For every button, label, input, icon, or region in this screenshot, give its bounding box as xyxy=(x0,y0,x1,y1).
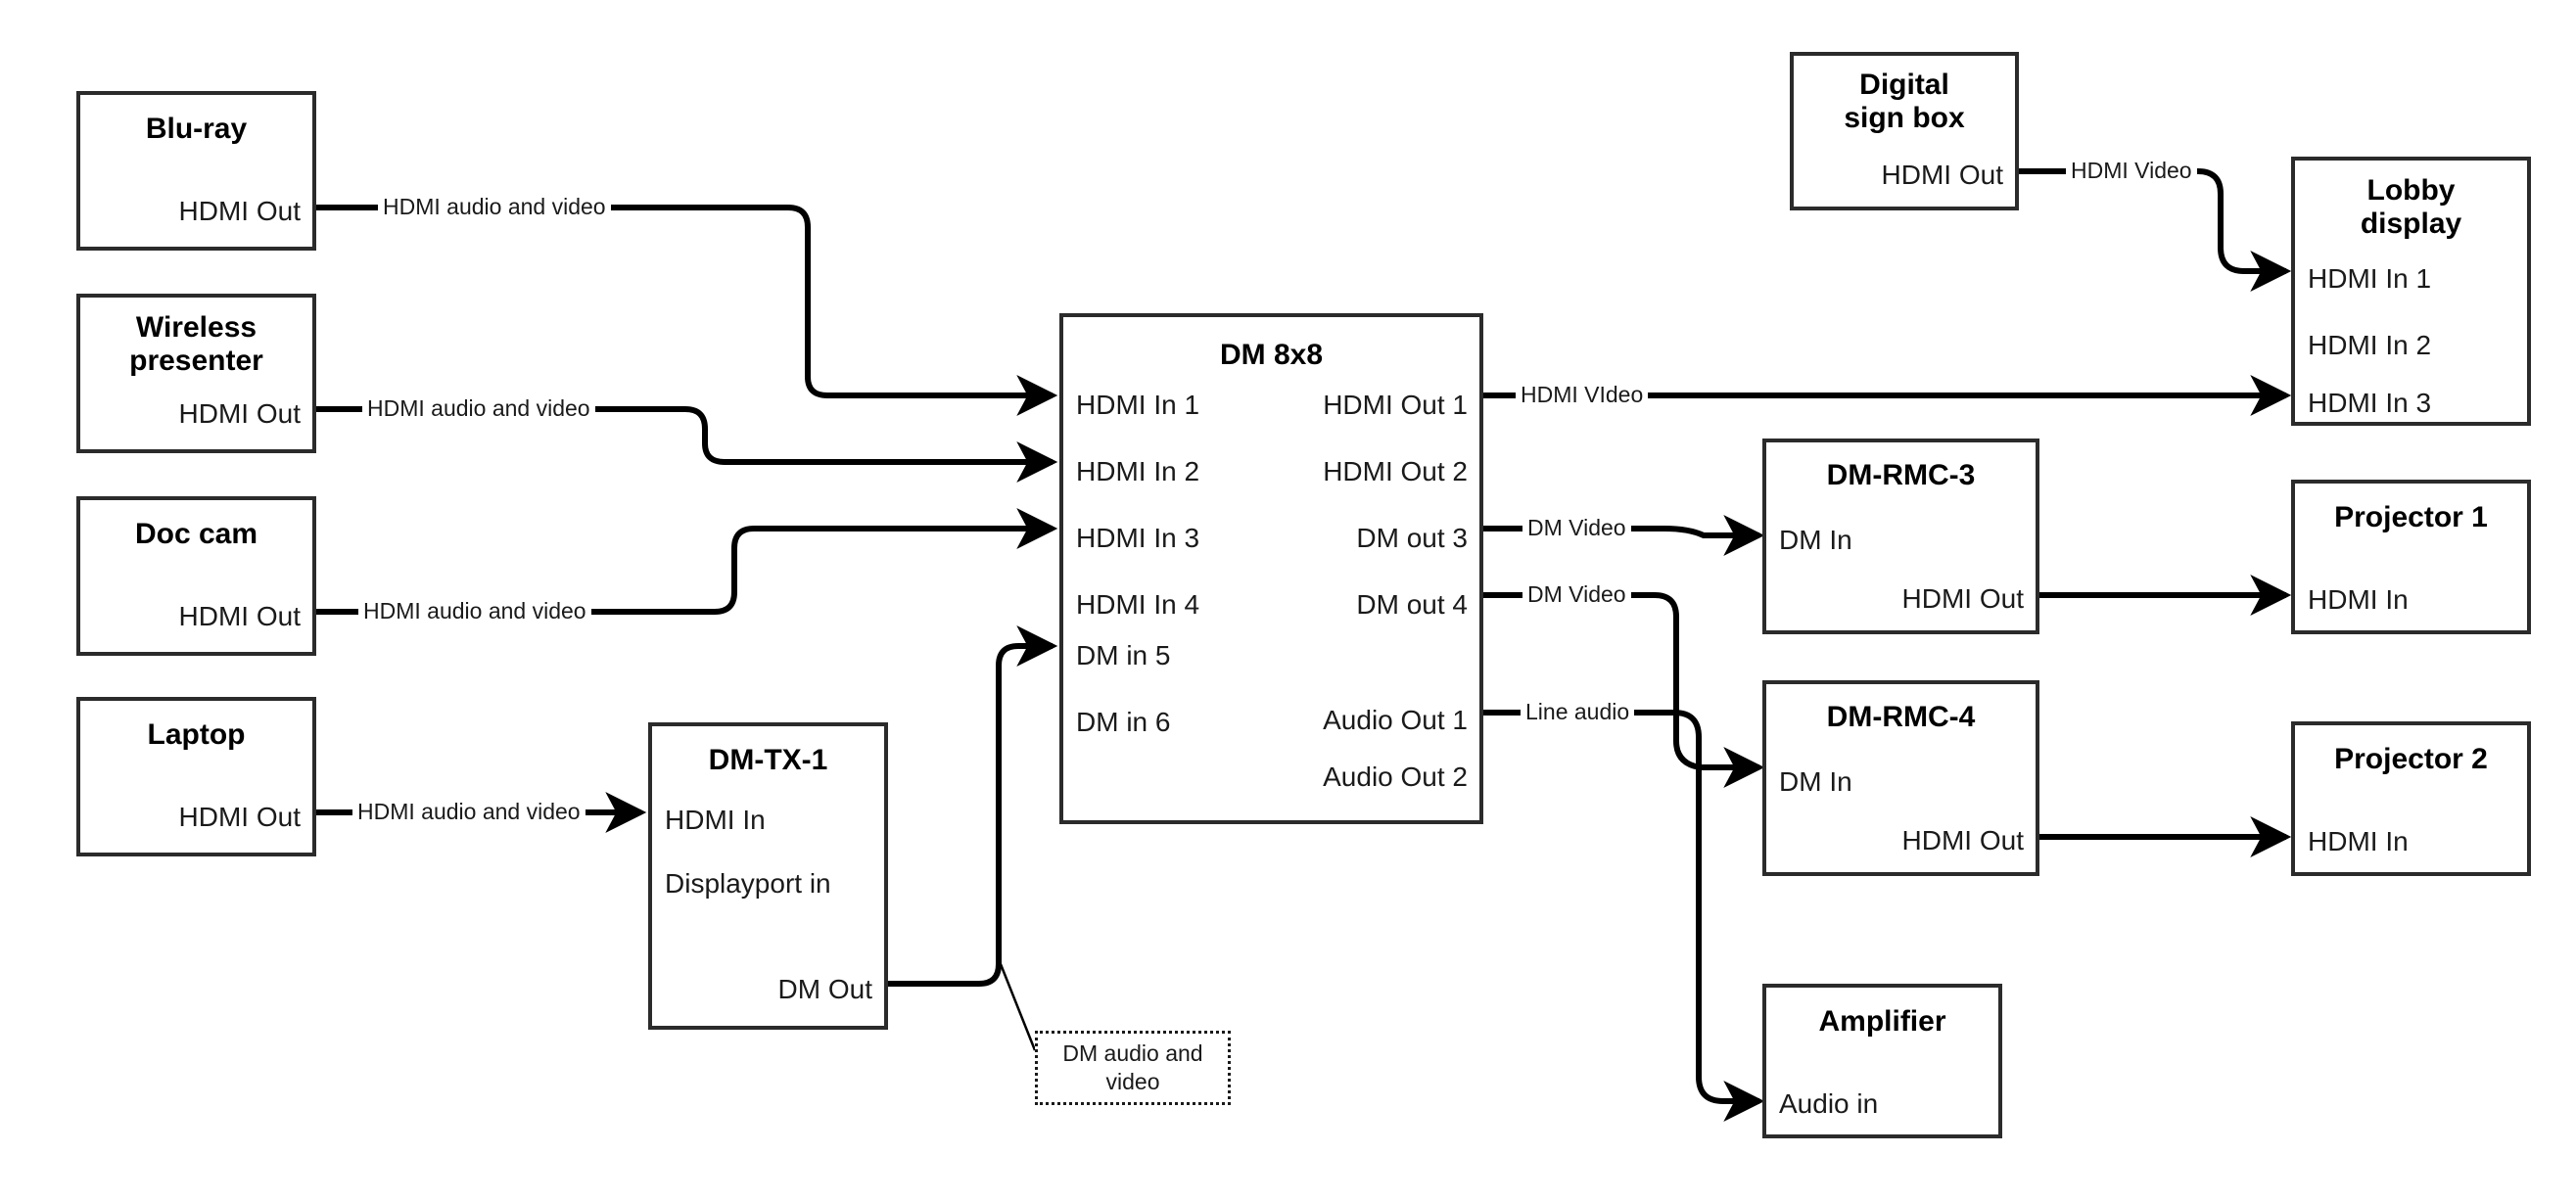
node-laptop[interactable]: Laptop HDMI Out xyxy=(76,697,316,856)
node-title-blu-ray: Blu-ray xyxy=(145,113,248,145)
note-dm-audio-and-video: DM audio and video xyxy=(1035,1031,1231,1105)
port-wireless-presenter-hdmi-out: HDMI Out xyxy=(178,398,301,429)
node-amplifier[interactable]: Amplifier Audio in xyxy=(1762,984,2002,1138)
port-dm-rmc-3-hdmi-out: HDMI Out xyxy=(1901,583,2024,614)
wire-dm8x8-out3-to-rmc3 xyxy=(1483,515,1765,556)
node-dm-8x8[interactable]: DM 8x8 HDMI In 1 HDMI In 2 HDMI In 3 HDM… xyxy=(1059,313,1483,824)
node-dm-rmc-3[interactable]: DM-RMC-3 DM In HDMI Out xyxy=(1762,439,2039,634)
port-digital-sign-box-hdmi-out: HDMI Out xyxy=(1881,160,2003,190)
wire-dm8x8-out4-to-rmc4 xyxy=(1483,592,1765,788)
port-dm-8x8-hdmi-in-4: HDMI In 4 xyxy=(1076,589,1200,620)
node-wireless-presenter[interactable]: Wireless presenter HDMI Out xyxy=(76,294,316,453)
port-dm-8x8-hdmi-in-1: HDMI In 1 xyxy=(1076,390,1200,420)
node-doc-cam[interactable]: Doc cam HDMI Out xyxy=(76,496,316,656)
port-dm-tx-1-dm-out: DM Out xyxy=(777,974,872,1004)
node-title-amplifier: Amplifier xyxy=(1818,1005,1946,1038)
port-doc-cam-hdmi-out: HDMI Out xyxy=(178,601,301,631)
wire-dmtx1-to-dm8x8 xyxy=(888,625,1058,987)
wire-doccam-to-dm8x8 xyxy=(316,508,1058,615)
wire-label-dm8x8-out3-to-rmc3: DM Video xyxy=(1522,517,1631,539)
port-lobby-display-hdmi-in-1: HDMI In 1 xyxy=(2308,263,2432,294)
node-title-wireless-presenter: Wireless presenter xyxy=(129,311,263,377)
port-dm-8x8-dm-out-3: DM out 3 xyxy=(1356,523,1468,553)
port-dm-tx-1-hdmi-in: HDMI In xyxy=(665,805,766,835)
port-dm-8x8-hdmi-in-3: HDMI In 3 xyxy=(1076,523,1200,553)
port-dm-8x8-hdmi-out-2: HDMI Out 2 xyxy=(1323,456,1468,486)
wire-sign-to-lobby xyxy=(2019,168,2292,292)
node-title-dm-rmc-3: DM-RMC-3 xyxy=(1826,459,1976,491)
port-dm-rmc-4-dm-in: DM In xyxy=(1779,766,1852,797)
port-projector-2-hdmi-in: HDMI In xyxy=(2308,826,2409,856)
port-dm-8x8-dm-out-4: DM out 4 xyxy=(1356,589,1468,620)
node-blu-ray[interactable]: Blu-ray HDMI Out xyxy=(76,91,316,251)
port-amplifier-audio-in: Audio in xyxy=(1779,1088,1879,1119)
wire-label-bluray-to-dm8x8: HDMI audio and video xyxy=(378,196,611,218)
node-digital-sign-box[interactable]: Digital sign box HDMI Out xyxy=(1790,52,2019,210)
wire-label-dm8x8-out4-to-rmc4: DM Video xyxy=(1522,583,1631,606)
wire-bluray-to-dm8x8 xyxy=(316,205,1058,416)
port-dm-8x8-hdmi-out-1: HDMI Out 1 xyxy=(1323,390,1468,420)
wire-label-laptop-to-dmtx1: HDMI audio and video xyxy=(352,801,585,823)
node-title-lobby-display: Lobby display xyxy=(2360,174,2462,240)
port-dm-8x8-hdmi-in-2: HDMI In 2 xyxy=(1076,456,1200,486)
node-title-dm-tx-1: DM-TX-1 xyxy=(708,744,828,776)
node-title-dm-8x8: DM 8x8 xyxy=(1219,339,1324,371)
node-title-digital-sign-box: Digital sign box xyxy=(1844,69,1965,134)
port-blu-ray-hdmi-out: HDMI Out xyxy=(178,196,301,226)
node-projector-1[interactable]: Projector 1 HDMI In xyxy=(2291,480,2531,634)
port-dm-8x8-dm-in-6: DM in 6 xyxy=(1076,707,1171,737)
leader-dm-audio-note xyxy=(999,963,1037,1051)
wire-label-dm8x8-out1-to-lobby: HDMI VIdeo xyxy=(1516,384,1649,406)
wire-label-audio-out1-to-amp: Line audio xyxy=(1521,701,1635,723)
port-dm-8x8-dm-in-5: DM in 5 xyxy=(1076,640,1171,670)
node-lobby-display[interactable]: Lobby display HDMI In 1 HDMI In 2 HDMI I… xyxy=(2291,157,2531,426)
wire-label-sign-to-lobby: HDMI Video xyxy=(2066,160,2197,182)
node-dm-tx-1[interactable]: DM-TX-1 HDMI In Displayport in DM Out xyxy=(648,722,888,1030)
port-lobby-display-hdmi-in-2: HDMI In 2 xyxy=(2308,330,2432,360)
wire-wireless-to-dm8x8 xyxy=(316,406,1058,483)
node-projector-2[interactable]: Projector 2 HDMI In xyxy=(2291,721,2531,876)
node-title-projector-1: Projector 1 xyxy=(2334,501,2488,533)
wire-label-wireless-to-dm8x8: HDMI audio and video xyxy=(362,397,595,420)
port-lobby-display-hdmi-in-3: HDMI In 3 xyxy=(2308,388,2432,418)
port-dm-rmc-3-dm-in: DM In xyxy=(1779,525,1852,555)
port-dm-8x8-audio-out-1: Audio Out 1 xyxy=(1323,705,1468,735)
port-dm-rmc-4-hdmi-out: HDMI Out xyxy=(1901,825,2024,855)
port-dm-8x8-audio-out-2: Audio Out 2 xyxy=(1323,762,1468,792)
port-dm-tx-1-displayport-in: Displayport in xyxy=(665,868,831,899)
node-title-doc-cam: Doc cam xyxy=(134,518,258,550)
node-title-projector-2: Projector 2 xyxy=(2334,743,2488,775)
port-laptop-hdmi-out: HDMI Out xyxy=(178,802,301,832)
wire-label-doccam-to-dm8x8: HDMI audio and video xyxy=(358,600,591,623)
node-title-dm-rmc-4: DM-RMC-4 xyxy=(1826,701,1976,733)
node-title-laptop: Laptop xyxy=(147,718,246,751)
wire-dm8x8-audio1-to-amp xyxy=(1483,710,1765,1122)
port-projector-1-hdmi-in: HDMI In xyxy=(2308,584,2409,615)
node-dm-rmc-4[interactable]: DM-RMC-4 DM In HDMI Out xyxy=(1762,680,2039,876)
